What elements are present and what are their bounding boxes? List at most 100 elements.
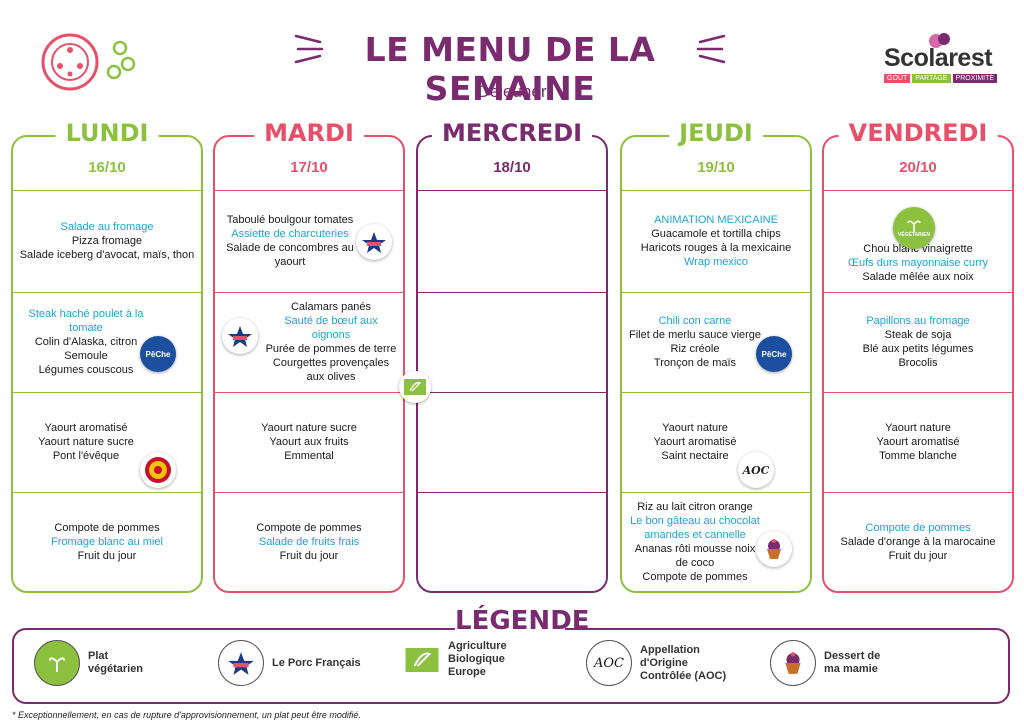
menu-item: ANIMATION MEXICAINE	[654, 214, 778, 226]
legend-label: Agriculture Biologique Europe	[448, 640, 507, 678]
menu-item: Salade mêlée aux noix	[862, 271, 974, 283]
brand-tagline-item: PARTAGE	[912, 74, 951, 83]
title-decoration-icon	[696, 34, 726, 64]
menu-item: Salade de fruits frais	[258, 536, 360, 548]
legend-label: Dessert de ma mamie	[824, 650, 881, 675]
brand-logo-icon	[929, 33, 950, 48]
menu-item: Colin d'Alaska, citron	[34, 336, 138, 348]
aoc-icon-text: AOC	[594, 655, 624, 671]
menu-item: Wrap mexico	[684, 256, 748, 268]
menu-item: Le bon gâteau au chocolat amandes et can…	[630, 515, 760, 541]
row-divider	[215, 392, 403, 393]
menu-item: Compote de pommes	[865, 522, 971, 534]
row-divider	[622, 292, 810, 293]
menu-item: Fruit du jour	[888, 550, 948, 562]
menu-item: Filet de merlu sauce vierge	[628, 329, 762, 341]
day-date: 17/10	[290, 159, 328, 176]
vegetarian-badge: VÉGÉTARIEN	[893, 207, 935, 249]
cupcake-badge	[756, 531, 792, 567]
page-title: LE MENU DE LA SEMAINE	[364, 30, 656, 108]
menu-item: Chili con carne	[658, 315, 732, 327]
day-name: LUNDI	[55, 119, 159, 147]
menu-item: Riz au lait citron orange	[637, 501, 753, 513]
row-divider	[824, 392, 1012, 393]
row-divider	[824, 292, 1012, 293]
aoc-badge	[140, 452, 176, 488]
menu-item: Compote de pommes	[642, 571, 748, 583]
menu-item: Chou blanc vinaigrette	[863, 243, 973, 255]
peche-badge: PêChe	[140, 336, 176, 372]
menu-item: Assiette de charcuteries	[231, 228, 349, 240]
aoc-badge: AOC	[738, 452, 774, 488]
legend-label: Appellation d'Origine Contrôlée (AOC)	[640, 643, 727, 682]
menu-item: Yaourt aromatisé	[653, 436, 737, 448]
menu-item: Yaourt aromatisé	[876, 436, 960, 448]
menu-item: Salade d'orange à la marocaine	[840, 536, 996, 548]
menu-item: Légumes couscous	[38, 364, 134, 376]
course-cell	[424, 494, 600, 590]
menu-item: Brocolis	[898, 357, 938, 369]
porc-francais-badge	[222, 318, 258, 354]
menu-item: Œufs durs mayonnaise curry	[848, 257, 988, 269]
legend-item: Plat végétarien	[34, 640, 148, 686]
menu-item: Calamars panés	[290, 301, 372, 313]
pizza-icon	[41, 33, 136, 91]
menu-item: Yaourt nature sucre	[261, 422, 357, 434]
course-cell	[424, 294, 600, 390]
menu-item: Salade de concombres au yaourt	[226, 242, 354, 268]
menu-item: Saint nectaire	[661, 450, 729, 462]
row-divider	[824, 492, 1012, 493]
menu-item: Guacamole et tortilla chips	[651, 228, 781, 240]
vegetarian-icon	[34, 640, 80, 686]
title-decoration-icon	[294, 34, 324, 64]
menu-item: Pizza fromage	[71, 235, 143, 247]
day-date: 18/10	[493, 159, 531, 176]
menu-item: Ananas rôti mousse noix de coco	[634, 543, 756, 569]
menu-item: Semoule	[64, 350, 108, 362]
menu-item: Yaourt aux fruits	[269, 436, 349, 448]
menu-item: Salade iceberg d'avocat, maïs, thon	[19, 249, 195, 261]
day-name: MARDI	[254, 119, 364, 147]
organic-eu-icon	[404, 645, 440, 674]
menu-item: Yaourt nature	[885, 422, 951, 434]
menu-item: Steak haché poulet à la tomate	[28, 308, 144, 334]
day-date: 19/10	[697, 159, 735, 176]
row-divider	[13, 392, 201, 393]
menu-item: Papillons au fromage	[866, 315, 970, 327]
course-cell: Riz au lait citron orange Le bon gâteau a…	[628, 494, 762, 590]
menu-item: Compote de pommes	[256, 522, 362, 534]
menu-item: Salade au fromage	[60, 221, 154, 233]
menu-item: Yaourt nature sucre	[38, 436, 134, 448]
brand-tagline-item: PROXIMITÉ	[952, 74, 998, 83]
row-divider	[622, 392, 810, 393]
row-divider	[215, 292, 403, 293]
menu-item: Fruit du jour	[279, 550, 339, 562]
course-cell	[424, 394, 600, 490]
row-divider	[13, 492, 201, 493]
menu-item: Tomme blanche	[879, 450, 957, 462]
day-name: JEUDI	[669, 119, 763, 147]
row-divider	[824, 190, 1012, 191]
row-divider	[418, 190, 606, 191]
legend-item: Dessert de ma mamie	[770, 640, 894, 686]
course-cell: ANIMATION MEXICAINE Guacamole et tortilla…	[628, 192, 804, 290]
course-cell	[424, 192, 600, 290]
menu-item: Pont l'évêque	[52, 450, 120, 462]
menu-item: Emmental	[284, 450, 334, 462]
brand-logo: Scolarest GOÛT PARTAGE PROXIMITÉ	[884, 33, 1010, 83]
menu-item: Sauté de bœuf aux oignons	[284, 315, 378, 341]
day-date: 20/10	[899, 159, 937, 176]
cupcake-icon	[770, 640, 816, 686]
